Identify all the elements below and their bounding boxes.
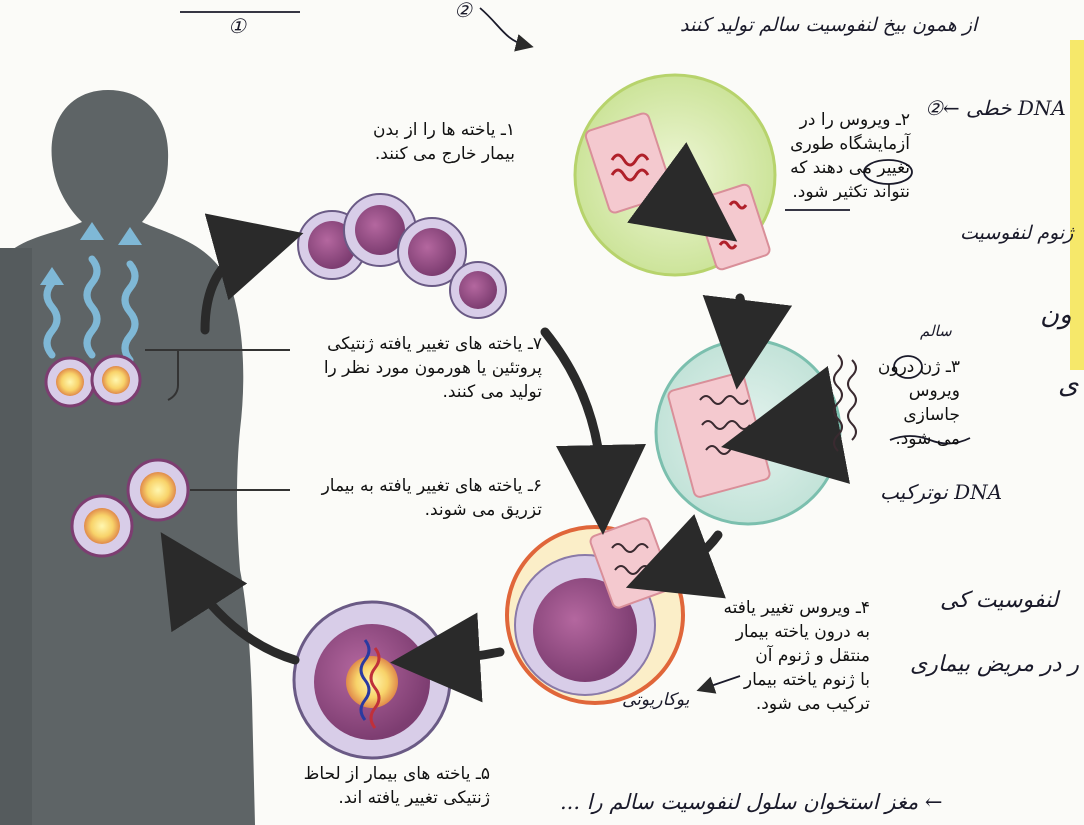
step-5-label: ۵ـ یاخته های بیمار از لحاظ ژنتیکی تغییر … [258, 762, 490, 810]
handwritten-side-3: لنفوسیت کی [940, 588, 1058, 613]
handwritten-side-4: ر در مریض بیماری [910, 652, 1079, 677]
step-2-label: ۲ـ ویروس را در آزمایشگاه طوری تغییر می د… [770, 108, 910, 204]
handwritten-recombinant-dna: DNA نوترکیب [880, 480, 1002, 504]
handwritten-salem: سالم [920, 322, 952, 340]
gene-insertion [656, 340, 856, 524]
handwritten-side-2: ی [1058, 370, 1078, 400]
handwritten-side-1: ون [1040, 300, 1072, 330]
step-1-label: ۱ـ یاخته ها را از بدن بیمار خارج می کنند… [300, 118, 515, 166]
step-4-label: ۴ـ ویروس تغییر یافته به درون یاخته بیمار… [700, 596, 870, 716]
step-3-label: ۳ـ ژن درون ویروس جاسازی می شود. [860, 355, 960, 451]
handwritten-bottom-note: ← مغز استخوان سلول لنفوسیت سالم را ... [560, 790, 943, 814]
step-6-label: ۶ـ یاخته های تغییر یافته به بیمار تزریق … [292, 474, 542, 522]
virus-modification [575, 75, 775, 275]
extracted-cells [298, 194, 506, 318]
handwritten-eukaryote: یوکاریوتی [622, 690, 689, 710]
handwritten-genome-note: ژنوم لنفوسیت [960, 222, 1073, 244]
handwritten-circle-1: ① [228, 14, 246, 38]
modified-cell [294, 602, 450, 758]
handwritten-dna-note: DNA خطی ←② [925, 96, 1066, 120]
handwritten-top-note: از همون بیخ لنفوسیت سالم تولید کنند [680, 14, 977, 36]
handwritten-circle-2: ② [454, 0, 472, 22]
human-silhouette [0, 90, 255, 825]
infected-cell [507, 517, 683, 703]
step-7-label: ۷ـ یاخته های تغییر یافته ژنتیکی پروتئین … [292, 332, 542, 404]
